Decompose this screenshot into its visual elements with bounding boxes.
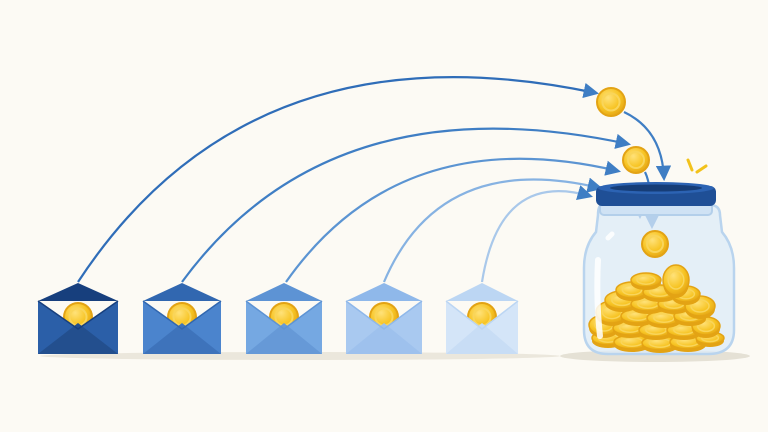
pile-coin xyxy=(662,264,690,298)
falling-coin-1 xyxy=(596,87,626,117)
arrow-from-envelope-2 xyxy=(181,127,632,283)
envelope-3 xyxy=(245,283,323,354)
coin-1-drop-arrow xyxy=(623,111,672,182)
pile-coin xyxy=(613,334,651,352)
jar-highlight xyxy=(594,257,603,339)
jar-opening xyxy=(610,184,702,192)
arrow-from-envelope-3 xyxy=(285,157,621,283)
pile-coin xyxy=(646,310,682,328)
sparkle-icon xyxy=(686,158,708,174)
envelope-4 xyxy=(345,283,423,354)
flow-arrows xyxy=(77,76,672,283)
pile-coin xyxy=(630,296,666,314)
arrow-from-envelope-1 xyxy=(77,76,600,283)
envelope-row xyxy=(37,283,519,354)
coin-pile xyxy=(588,264,725,353)
arrow-from-envelope-4 xyxy=(382,177,603,283)
arrow-from-envelope-5 xyxy=(480,185,593,283)
falling-coin-3 xyxy=(641,230,669,258)
falling-coin-2 xyxy=(622,146,650,174)
pile-coin xyxy=(630,272,662,290)
coin-jar xyxy=(582,182,736,356)
envelope-2 xyxy=(142,283,222,354)
jar-highlight-small xyxy=(605,231,615,241)
envelope-1 xyxy=(37,283,119,354)
envelope-5 xyxy=(445,283,519,354)
